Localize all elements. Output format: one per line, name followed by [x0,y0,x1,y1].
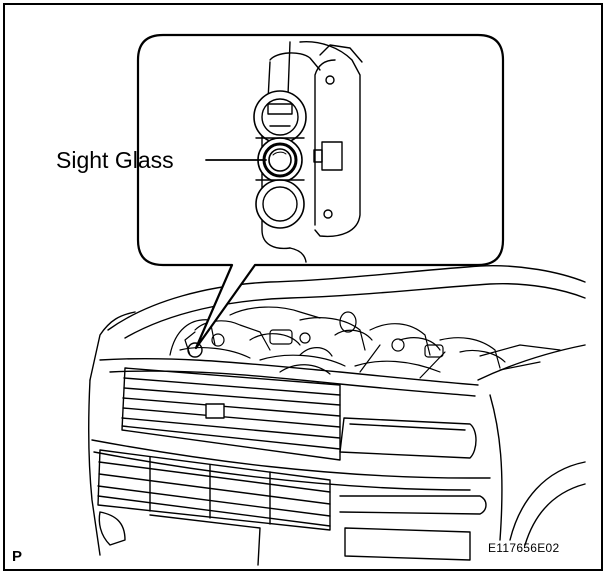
sight-glass-assembly [253,90,307,229]
fog-lamp-right [344,527,471,561]
headlamp [339,417,477,459]
body-outline [89,311,136,381]
right-fender [477,344,586,381]
right-fender-lower [489,394,503,541]
callout-outline [136,33,505,350]
hood-inner-edge [124,282,586,339]
receiver-dryer [261,41,363,263]
front-bumper [91,439,491,479]
plate-recess [149,514,261,566]
hood-outline [107,264,586,331]
front-panel-top-inner [109,370,476,397]
grille [121,367,341,461]
wheel-arch [509,461,586,541]
sight-glass-label: Sight Glass [56,147,174,173]
fog-lamp-left [98,511,126,546]
wheel-arch-inner [524,483,586,546]
emblem [205,403,225,419]
vehicle-front [88,264,586,566]
left-fender [88,379,101,556]
corner-mark-label: P [12,548,22,565]
figure-code-label: E117656E02 [488,541,560,555]
engine-components [169,306,561,379]
callout-bubble [136,33,505,350]
sight-glass-location [187,342,203,358]
